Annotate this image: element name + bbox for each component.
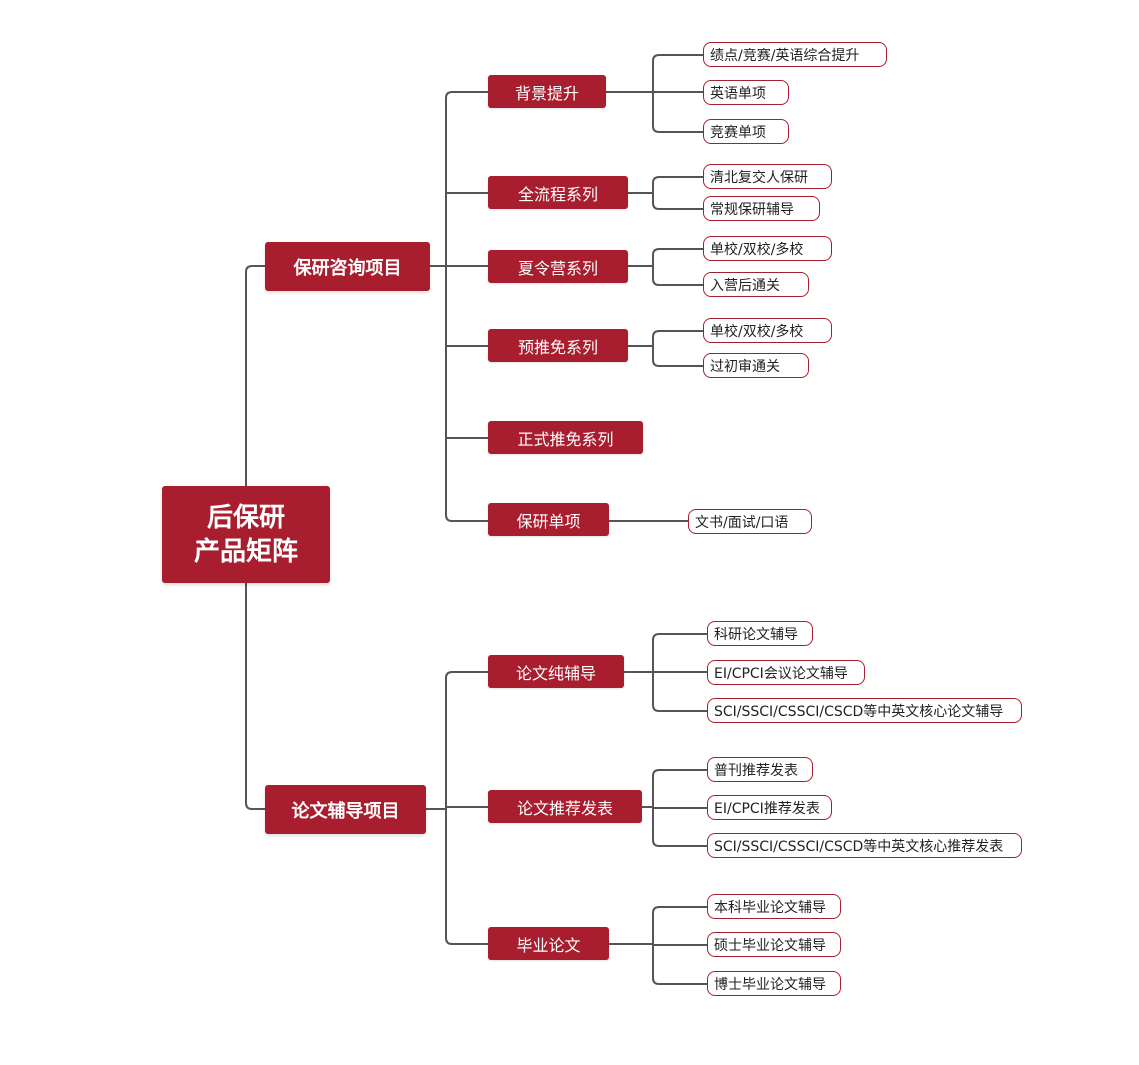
subnode-pure-thesis-tutoring: 论文纯辅导 bbox=[488, 655, 624, 688]
subnode-full-process-series: 全流程系列 bbox=[488, 176, 628, 209]
connector-line-12 bbox=[652, 176, 703, 210]
leaf-research-paper-tutoring: 科研论文辅导 bbox=[707, 621, 813, 646]
root-title-line-2: 产品矩阵 bbox=[193, 536, 298, 567]
connector-line-1 bbox=[245, 583, 265, 810]
connector-line-9 bbox=[652, 54, 703, 133]
leaf-single-double-multi-school-camp: 单校/双校/多校 bbox=[703, 236, 832, 261]
root-title-line-1: 后保研 bbox=[206, 502, 285, 533]
leaf-master-thesis: 硕士毕业论文辅导 bbox=[707, 932, 841, 957]
leaf-english-single: 英语单项 bbox=[703, 80, 789, 105]
leaf-regular-baoyan-tutoring: 常规保研辅导 bbox=[703, 196, 820, 221]
leaf-general-journal-publication: 普刊推荐发表 bbox=[707, 757, 813, 782]
leaf-single-double-multi-school-pre: 单校/双校/多校 bbox=[703, 318, 832, 343]
leaf-gpa-competition-english: 绩点/竞赛/英语综合提升 bbox=[703, 42, 887, 67]
leaf-doctoral-thesis: 博士毕业论文辅导 bbox=[707, 971, 841, 996]
leaf-top-university-baoyan: 清北复交人保研 bbox=[703, 164, 832, 189]
subnode-background-boost: 背景提升 bbox=[488, 75, 606, 108]
leaf-post-admission-pass: 入营后通关 bbox=[703, 272, 809, 297]
branch-thesis-tutoring: 论文辅导项目 bbox=[265, 785, 426, 834]
leaf-core-journal-tutoring: SCI/SSCI/CSSCI/CSCD等中英文核心论文辅导 bbox=[707, 698, 1022, 723]
leaf-ei-cpci-publication: EI/CPCI推荐发表 bbox=[707, 795, 832, 820]
leaf-initial-review-pass: 过初审通关 bbox=[703, 353, 809, 378]
subnode-formal-recommendation-series: 正式推免系列 bbox=[488, 421, 643, 454]
connector-line-3 bbox=[445, 91, 488, 522]
branch-baoyan-consulting: 保研咨询项目 bbox=[265, 242, 430, 291]
subnode-baoyan-single: 保研单项 bbox=[488, 503, 609, 536]
leaf-ei-cpci-conference-tutoring: EI/CPCI会议论文辅导 bbox=[707, 660, 865, 685]
leaf-documents-interview-oral: 文书/面试/口语 bbox=[688, 509, 812, 534]
leaf-competition-single: 竞赛单项 bbox=[703, 119, 789, 144]
leaf-undergraduate-thesis: 本科毕业论文辅导 bbox=[707, 894, 841, 919]
subnode-graduation-thesis: 毕业论文 bbox=[488, 927, 609, 960]
leaf-core-journal-publication: SCI/SSCI/CSSCI/CSCD等中英文核心推荐发表 bbox=[707, 833, 1022, 858]
subnode-summer-camp-series: 夏令营系列 bbox=[488, 250, 628, 283]
root-node: 后保研 产品矩阵 bbox=[162, 486, 330, 583]
connector-line-16 bbox=[652, 330, 703, 367]
subnode-pre-recommendation-series: 预推免系列 bbox=[488, 329, 628, 362]
connector-line-0 bbox=[245, 265, 265, 486]
connector-line-14 bbox=[652, 248, 703, 286]
subnode-thesis-publication: 论文推荐发表 bbox=[488, 790, 642, 823]
